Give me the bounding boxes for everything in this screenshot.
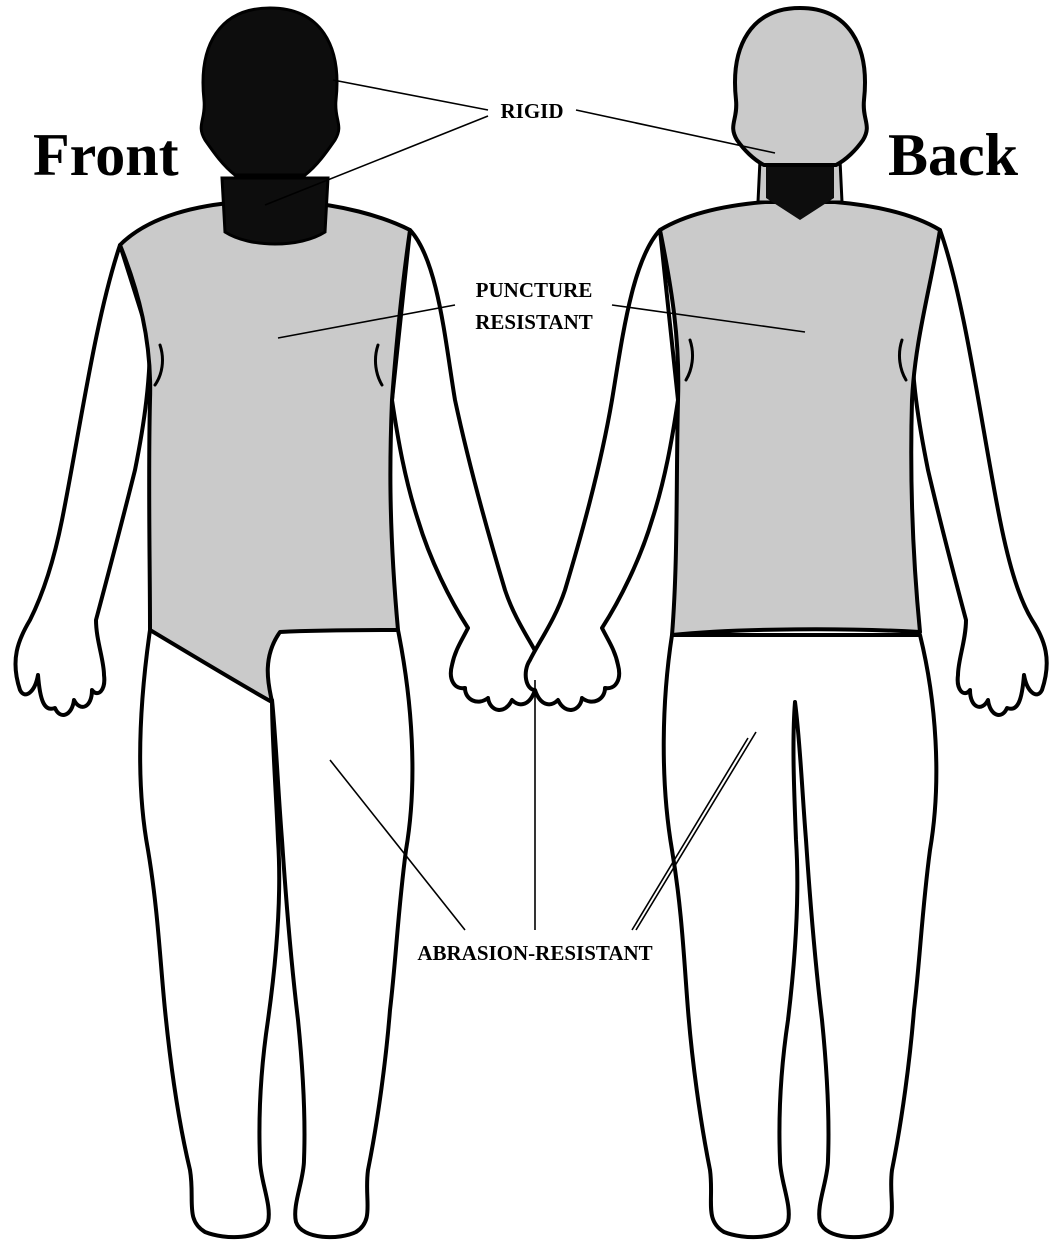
back-view-title: Back — [888, 122, 1019, 188]
front-figure — [15, 8, 544, 1237]
back-legs — [664, 635, 937, 1237]
front-left-arm — [15, 245, 150, 715]
rigid-leader-head — [333, 80, 488, 110]
front-legs — [140, 630, 412, 1237]
front-torso-puncture-zone — [120, 202, 410, 702]
front-neck-rigid-zone — [222, 178, 328, 244]
front-head-rigid-zone — [201, 8, 339, 175]
back-right-arm — [912, 230, 1047, 715]
back-figure — [526, 8, 1047, 1237]
back-head — [733, 8, 867, 165]
puncture-label-line2: RESISTANT — [475, 310, 593, 334]
puncture-label-line1: PUNCTURE — [476, 278, 593, 302]
back-torso-puncture-zone — [660, 202, 940, 635]
abrasion-label: ABRASION-RESISTANT — [417, 941, 652, 965]
rigid-label: RIGID — [500, 99, 563, 123]
front-view-title: Front — [33, 122, 179, 188]
